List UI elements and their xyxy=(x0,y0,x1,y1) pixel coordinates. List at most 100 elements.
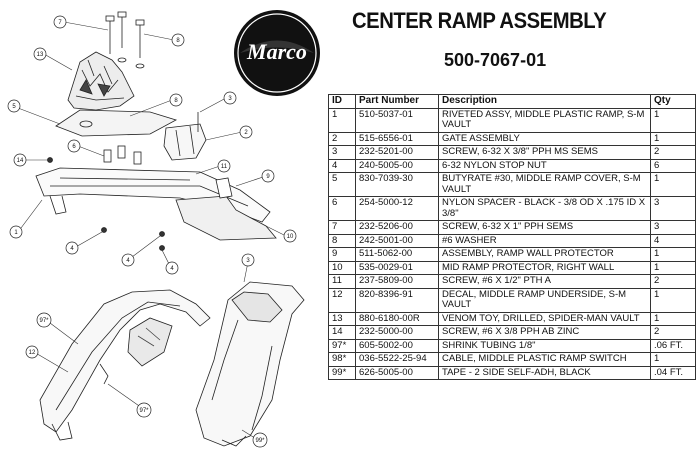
svg-text:2: 2 xyxy=(244,130,248,136)
svg-text:7: 7 xyxy=(58,20,62,26)
cell-qty: 3 xyxy=(650,196,696,221)
callout-2: 2 xyxy=(239,125,253,139)
callout-3-bottom: 3 xyxy=(241,253,255,267)
cell-qty: 3 xyxy=(650,220,696,235)
cell-qty: 1 xyxy=(650,131,696,146)
callout-97-bottom: 97* xyxy=(136,402,152,418)
cell-id: 13 xyxy=(328,311,356,326)
cell-id: 98* xyxy=(328,352,356,367)
cell-description: RIVETED ASSY, MIDDLE PLASTIC RAMP, S-M V… xyxy=(438,107,651,133)
page-title: CENTER RAMP ASSEMBLY xyxy=(352,8,607,33)
assembly-part-number: 500-7067-01 xyxy=(444,50,547,70)
wall-protector-part xyxy=(175,195,277,241)
cell-id: 11 xyxy=(328,274,356,289)
cell-part-number: 515-6556-01 xyxy=(355,131,439,146)
cell-id: 10 xyxy=(328,260,356,275)
cell-qty: .04 FT. xyxy=(650,365,696,380)
middle-ramp-body xyxy=(35,167,271,223)
column-header-id: ID xyxy=(328,94,356,109)
logo-text: Marco xyxy=(246,39,307,64)
cell-id: 14 xyxy=(328,325,356,340)
svg-text:97*: 97* xyxy=(139,408,149,414)
callout-11: 11 xyxy=(217,159,231,173)
cell-id: 97* xyxy=(328,338,356,353)
svg-text:8: 8 xyxy=(176,38,180,44)
venom-toy-part xyxy=(67,51,135,111)
svg-text:1: 1 xyxy=(14,230,18,236)
cell-id: 7 xyxy=(328,220,356,235)
ramp-cover-plate xyxy=(55,109,178,137)
svg-text:4: 4 xyxy=(126,258,130,264)
cell-part-number: 237-5809-00 xyxy=(355,274,439,289)
callout-4-mid: 4 xyxy=(121,253,135,267)
svg-text:9: 9 xyxy=(266,174,270,180)
callout-12: 12 xyxy=(25,345,39,359)
callout-4-left: 4 xyxy=(65,241,79,255)
callout-8-top: 8 xyxy=(171,33,185,47)
ramp-side-view xyxy=(195,281,305,447)
cell-description: ASSEMBLY, RAMP WALL PROTECTOR xyxy=(438,247,651,262)
screw-group xyxy=(105,11,145,69)
svg-text:3: 3 xyxy=(228,96,232,102)
cell-description: CABLE, MIDDLE PLASTIC RAMP SWITCH xyxy=(438,352,651,367)
cell-part-number: 036-5522-25-94 xyxy=(355,352,439,367)
cell-qty: 1 xyxy=(650,352,696,367)
cell-qty: 2 xyxy=(650,145,696,160)
cell-description: TAPE - 2 SIDE SELF-ADH, BLACK xyxy=(438,365,651,380)
svg-text:14: 14 xyxy=(17,158,24,164)
column-header-description: Description xyxy=(438,94,651,109)
cell-description: SCREW, 6-32 X 1" PPH SEMS xyxy=(438,220,651,235)
cell-id: 12 xyxy=(328,287,356,313)
callout-97-top: 97* xyxy=(36,312,52,328)
cell-part-number: 820-8396-91 xyxy=(355,287,439,313)
cell-description: VENOM TOY, DRILLED, SPIDER-MAN VAULT xyxy=(438,311,651,326)
svg-text:4: 4 xyxy=(170,266,174,272)
cell-part-number: 511-5062-00 xyxy=(355,247,439,262)
callout-6: 6 xyxy=(67,139,81,153)
svg-text:13: 13 xyxy=(37,52,44,58)
cell-qty: 1 xyxy=(650,287,696,313)
exploded-view-drawing: 7 8 13 5 8 3 2 6 14 11 9 1 10 4 4 4 3 97… xyxy=(7,11,305,448)
cell-id: 8 xyxy=(328,233,356,248)
cell-part-number: 605-5002-00 xyxy=(355,338,439,353)
cell-description: #6 WASHER xyxy=(438,233,651,248)
table-header-row: ID Part Number Description Qty xyxy=(328,94,696,109)
callout-99: 99* xyxy=(252,432,268,448)
cell-description: MID RAMP PROTECTOR, RIGHT WALL xyxy=(438,260,651,275)
callout-7: 7 xyxy=(53,15,67,29)
callout-5: 5 xyxy=(7,99,21,113)
svg-text:99*: 99* xyxy=(255,438,265,444)
cell-qty: 1 xyxy=(650,172,696,197)
cell-id: 6 xyxy=(328,196,356,221)
cell-part-number: 232-5206-00 xyxy=(355,220,439,235)
cell-id: 9 xyxy=(328,247,356,262)
svg-text:12: 12 xyxy=(29,350,36,356)
cell-qty: 1 xyxy=(650,107,696,133)
cell-description: 6-32 NYLON STOP NUT xyxy=(438,158,651,173)
cell-part-number: 880-6180-00R xyxy=(355,311,439,326)
cell-qty: .06 FT. xyxy=(650,338,696,353)
callout-10: 10 xyxy=(283,229,297,243)
cell-part-number: 232-5201-00 xyxy=(355,145,439,160)
cell-id: 2 xyxy=(328,131,356,146)
cell-id: 3 xyxy=(328,145,356,160)
cell-part-number: 830-7039-30 xyxy=(355,172,439,197)
cell-description: SCREW, #6 X 3/8 PPH AB ZINC xyxy=(438,325,651,340)
cell-id: 1 xyxy=(328,107,356,133)
callout-3-top: 3 xyxy=(223,91,237,105)
cell-id: 4 xyxy=(328,158,356,173)
cell-part-number: 510-5037-01 xyxy=(355,107,439,133)
svg-text:97*: 97* xyxy=(39,318,49,324)
column-header-qty: Qty xyxy=(650,94,696,109)
callout-1: 1 xyxy=(9,225,23,239)
